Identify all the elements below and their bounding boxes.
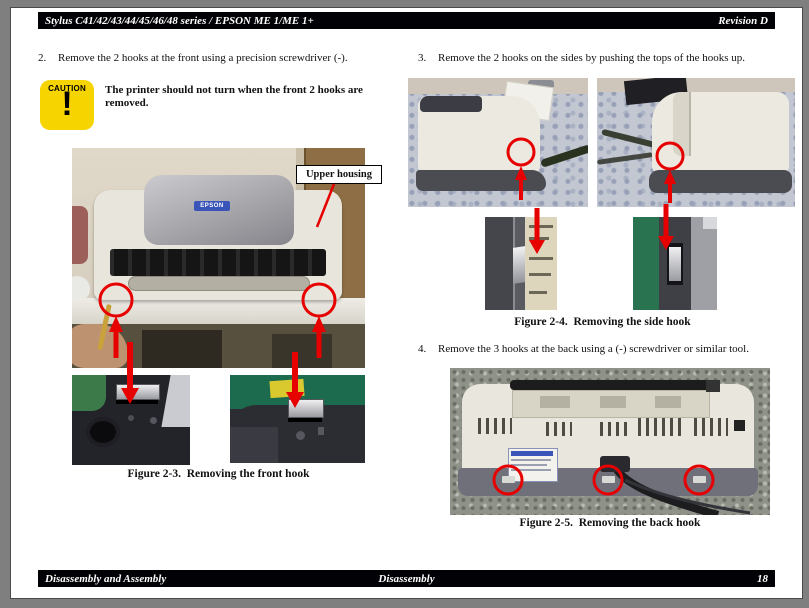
side-view-photo-left: [408, 78, 588, 207]
step-3: 3. Remove the 2 hooks on the sides by pu…: [418, 52, 788, 65]
label-line4: [529, 273, 551, 276]
power-cable: [540, 144, 588, 168]
upper-housing-label: Upper housing: [296, 165, 382, 184]
rating-label-line: [511, 459, 551, 461]
light-background: [161, 375, 190, 427]
edge-guide-knob: [706, 380, 720, 392]
rating-label-line2: [511, 464, 547, 466]
plastic-face: [230, 427, 278, 463]
step-4-text: Remove the 3 hooks at the back using a (…: [438, 343, 749, 355]
step-3-text: Remove the 2 hooks on the sides by pushi…: [438, 52, 746, 64]
light-corner: [703, 217, 717, 229]
side-view-photo-right: [597, 78, 795, 207]
under-table-shadow2: [272, 334, 332, 368]
figure-2-4-caption: Figure 2-4. Removing the side hook: [514, 316, 691, 328]
header-revision: Revision D: [718, 14, 768, 27]
label-line5: [529, 291, 547, 294]
exclamation-icon: !: [61, 85, 73, 123]
label-strip: [525, 217, 557, 310]
step-4-number: 4.: [418, 343, 427, 355]
power-plug: [600, 456, 630, 472]
background-object: [72, 206, 88, 264]
tray-detail2: [600, 396, 626, 408]
printer-base: [649, 170, 792, 193]
vent-group-5: [694, 418, 728, 436]
step-2-number: 2.: [38, 52, 47, 64]
rating-label-line3: [511, 469, 551, 471]
plastic-edge: [485, 217, 515, 310]
cable2: [597, 152, 654, 165]
background-table: [72, 276, 90, 302]
figure-2-5-caption: Figure 2-5. Removing the back hook: [519, 517, 701, 529]
vent-group-2: [546, 422, 572, 436]
side-hook-closeup-left: [485, 217, 557, 310]
caution-text: The printer should not turn when the fro…: [105, 84, 363, 109]
vent-group-3: [600, 422, 630, 436]
green-background: [633, 217, 659, 310]
metal-hook: [116, 384, 160, 400]
side-groove: [673, 92, 691, 156]
epson-badge: EPSON: [194, 201, 230, 211]
page-footer-bar: Disassembly and Assembly Disassembly 18: [38, 570, 775, 587]
yellow-label: [269, 378, 305, 399]
step-2: 2. Remove the 2 hooks at the front using…: [38, 52, 398, 65]
front-hook-closeup-right: [230, 375, 365, 463]
footer-page-number: 18: [757, 572, 768, 585]
tray-detail: [540, 396, 570, 408]
screw-boss: [296, 431, 305, 440]
header-title: Stylus C41/42/43/44/45/46/48 series / EP…: [45, 14, 314, 27]
room-background: [408, 78, 588, 94]
under-table-shadow: [142, 330, 222, 368]
step-3-number: 3.: [418, 52, 427, 64]
label-line2: [529, 237, 549, 240]
side-hook-closeup-right: [633, 217, 717, 310]
printer-base: [416, 170, 546, 191]
hook-slot: [288, 415, 322, 422]
back-view-photo: [450, 368, 770, 515]
metal-hook: [513, 246, 525, 284]
caution-icon: CAUTION !: [40, 80, 94, 130]
power-cord-drawing: [600, 456, 751, 515]
front-hook-closeup-left: [72, 375, 190, 465]
vent-group-4: [638, 418, 686, 436]
pin-boss: [318, 427, 324, 435]
figure-2-3-caption: Figure 2-3. Removing the front hook: [127, 468, 310, 480]
caution-label: CAUTION: [48, 84, 86, 93]
printer-dark-top: [420, 96, 482, 112]
roller-bar: [510, 380, 710, 390]
printer-opening: [110, 249, 326, 276]
label-line: [529, 225, 553, 228]
footer-section: Disassembly and Assembly: [45, 572, 167, 585]
footer-chapter: Disassembly: [378, 572, 435, 585]
cord-strand: [624, 478, 751, 515]
vent-group-1: [478, 418, 512, 434]
step-4: 4. Remove the 3 hooks at the back using …: [418, 343, 788, 356]
metal-hook: [288, 399, 324, 418]
green-background: [72, 375, 106, 411]
table-surface: [72, 298, 365, 324]
page-header-bar: Stylus C41/42/43/44/45/46/48 series / EP…: [38, 12, 775, 29]
usb-port: [734, 420, 745, 431]
screw-boss2: [150, 417, 157, 424]
power-cord: [610, 462, 720, 515]
rating-label-header: [511, 451, 553, 456]
screw-boss: [128, 415, 134, 421]
printer-tray: [128, 276, 310, 291]
step-2-text: Remove the 2 hooks at the front using a …: [58, 52, 348, 64]
rating-label: [508, 448, 558, 482]
label-line3: [529, 257, 553, 260]
metal-hook: [669, 247, 681, 281]
grommet: [86, 417, 120, 447]
tray-detail3: [655, 396, 681, 408]
